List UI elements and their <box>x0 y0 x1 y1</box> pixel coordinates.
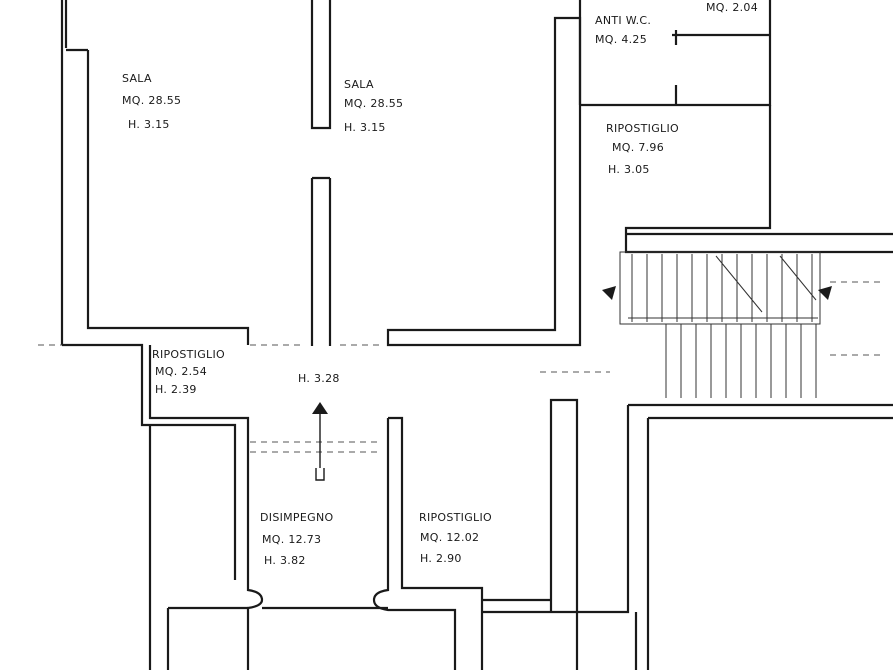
room-name: RIPOSTIGLIO <box>606 122 679 135</box>
walls <box>60 0 893 670</box>
reference-lines <box>38 281 880 453</box>
stair-flight-upper <box>619 251 821 325</box>
stair-arrow-left-icon <box>602 286 616 300</box>
room-area: MQ. 2.54 <box>155 365 207 378</box>
room-area: MQ. 12.73 <box>262 533 321 546</box>
room-area: MQ. 7.96 <box>612 141 664 154</box>
room-height: H. 3.82 <box>264 554 306 567</box>
room-name: RIPOSTIGLIO <box>419 511 492 524</box>
stair-treads-lower <box>665 324 817 398</box>
wall-bottom-left-room <box>148 425 388 670</box>
dashed-axis-lines <box>38 281 880 373</box>
room-area: MQ. 28.55 <box>344 97 403 110</box>
corridor: H. 3.28 <box>298 372 340 385</box>
room-ripostiglio-bottom: RIPOSTIGLIO MQ. 12.02 H. 2.90 <box>419 511 492 565</box>
wall-divider-upper <box>310 0 332 130</box>
dashed-door-lines <box>250 441 380 453</box>
room-height: H. 2.90 <box>420 552 462 565</box>
room-name: DISIMPEGNO <box>260 511 333 524</box>
room-height: H. 2.39 <box>155 383 197 396</box>
room-sala-center: SALA MQ. 28.55 H. 3.15 <box>344 78 403 134</box>
stair-treads-upper <box>631 254 813 322</box>
room-ripostiglio-right: RIPOSTIGLIO MQ. 7.96 H. 3.05 <box>606 122 679 176</box>
room-name: ANTI W.C. <box>595 14 651 27</box>
room-area: MQ. 12.02 <box>420 531 479 544</box>
room-height: H. 3.15 <box>128 118 170 131</box>
room-top-right: MQ. 2.04 <box>706 1 758 14</box>
room-name: SALA <box>122 72 152 85</box>
direction-arrow-icon <box>312 402 328 481</box>
stairs <box>602 251 832 398</box>
wall-pillar-bottom <box>482 398 579 614</box>
room-ripostiglio-small: RIPOSTIGLIO MQ. 2.54 H. 2.39 <box>152 348 225 396</box>
room-height: H. 3.15 <box>344 121 386 134</box>
room-disimpegno: DISIMPEGNO MQ. 12.73 H. 3.82 <box>260 511 333 567</box>
stair-arrow-right-icon <box>818 286 832 300</box>
room-area: MQ. 2.04 <box>706 1 758 14</box>
wall-left-inner <box>148 345 264 670</box>
room-anti-wc: ANTI W.C. MQ. 4.25 <box>595 14 651 46</box>
room-name: RIPOSTIGLIO <box>152 348 225 361</box>
room-sala-left: SALA MQ. 28.55 H. 3.15 <box>122 72 181 131</box>
wall-ripostiglio-bottom <box>372 416 484 670</box>
room-height: H. 3.05 <box>608 163 650 176</box>
room-area: MQ. 28.55 <box>122 94 181 107</box>
wall-center-sala-right <box>386 16 582 347</box>
wall-left-sala <box>60 0 250 580</box>
room-height: H. 3.28 <box>298 372 340 385</box>
wall-right-block <box>575 403 893 670</box>
room-name: SALA <box>344 78 374 91</box>
wall-divider-lower <box>310 176 332 346</box>
room-area: MQ. 4.25 <box>595 33 647 46</box>
stair-break-lines <box>715 255 817 313</box>
